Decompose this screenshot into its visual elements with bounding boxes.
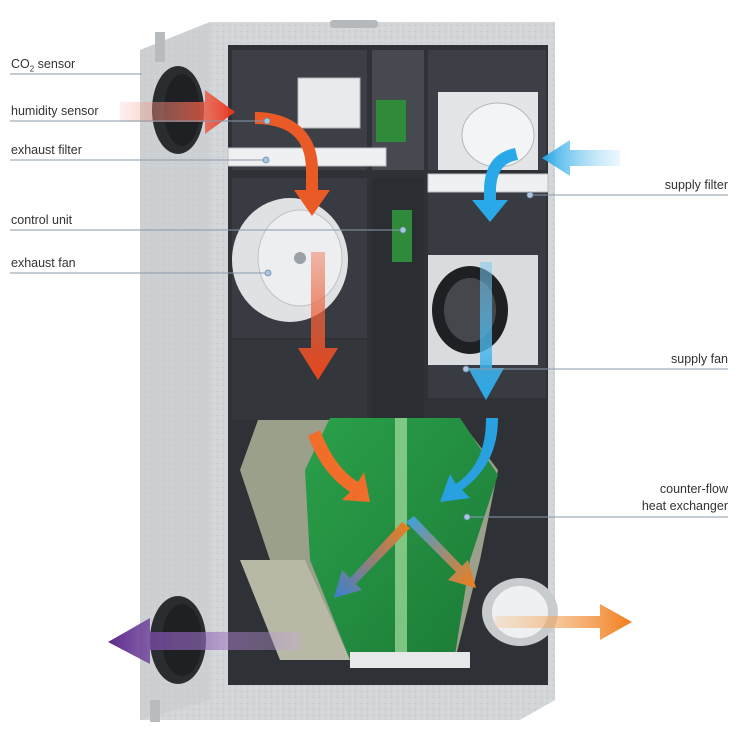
right-duct [482, 578, 558, 646]
dot-exhaust-fan [264, 269, 272, 277]
label-control-unit: control unit [11, 213, 73, 227]
crossing-arrows [334, 516, 476, 598]
label-heat-exchanger-line2: heat exchanger [641, 499, 728, 513]
dot-heat-exchanger [463, 513, 471, 521]
exhaust-air-arrow [108, 618, 300, 664]
label-supply-fan: supply fan [671, 352, 728, 366]
co2-sensor-text: sensor [34, 57, 76, 71]
outdoor-air-arrow [440, 140, 620, 502]
control-board [392, 210, 412, 262]
label-supply-filter: supply filter [664, 178, 728, 192]
humidity-sensor-board [376, 100, 406, 142]
dot-control-unit [399, 226, 407, 234]
dot-supply-fan [462, 365, 470, 373]
leader-dots [262, 117, 534, 521]
label-humidity-sensor: humidity sensor [11, 104, 99, 118]
extract-air-arrow [120, 90, 370, 502]
heat-exchanger [240, 418, 498, 668]
leader-lines [10, 73, 728, 518]
dot-supply-filter [526, 191, 534, 199]
label-heat-exchanger-line1: counter-flow [659, 482, 728, 496]
co2-text: CO [11, 57, 30, 71]
supply-fan-housing [438, 92, 538, 170]
label-exhaust-fan: exhaust fan [11, 256, 76, 270]
supply-air-arrow [495, 604, 632, 640]
co2-subscript: 2 [29, 64, 35, 74]
co2-sensor-box [297, 77, 361, 129]
exhaust-fan [232, 198, 348, 322]
label-exhaust-filter: exhaust filter [11, 143, 82, 157]
dot-exhaust-filter [262, 156, 270, 164]
label-co2-sensor: CO2 sensor [11, 57, 75, 77]
dot-humidity-sensor [263, 117, 271, 125]
